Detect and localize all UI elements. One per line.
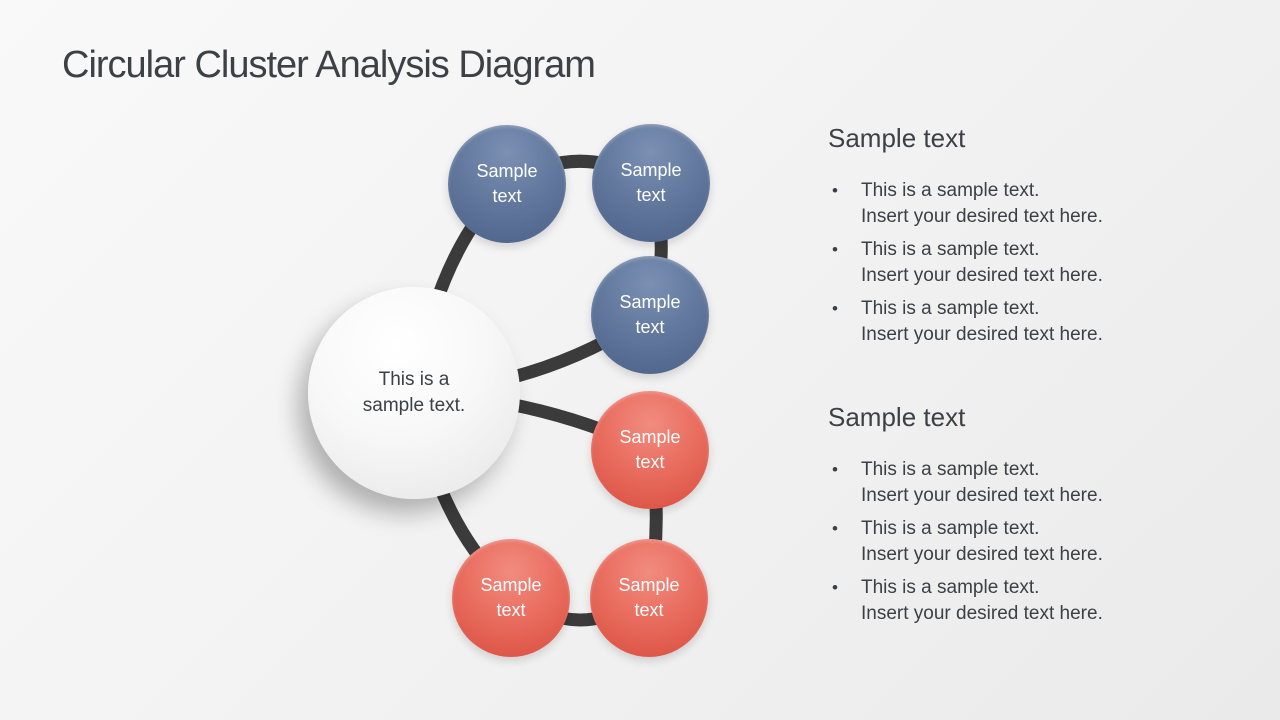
bullet-line-1: This is a sample text. (861, 298, 1040, 319)
center-circle-node: This is a sample text. (308, 287, 520, 499)
section-heading: Sample text (828, 123, 966, 153)
text-section-2: Sample text This is a sample text. Inser… (828, 401, 1158, 634)
bullet-line-1: This is a sample text. (861, 577, 1040, 598)
node-label: Sample text (619, 427, 681, 472)
section-heading: Sample text (828, 402, 966, 432)
text-section-1: Sample text This is a sample text. Inser… (828, 122, 1158, 355)
bullet-item: This is a sample text. Insert your desir… (828, 178, 1158, 230)
node-label: Sample text (618, 575, 680, 620)
bullet-line-1: This is a sample text. (861, 180, 1040, 201)
node-label: Sample text (620, 160, 682, 205)
center-label-line-2: sample text. (362, 395, 466, 416)
bullet-line-1: This is a sample text. (861, 459, 1040, 480)
center-label-line-1: This is a (378, 369, 450, 390)
bullet-line-1: This is a sample text. (861, 518, 1040, 539)
bullet-item: This is a sample text. Insert your desir… (828, 457, 1158, 509)
node-blue-middle-right: Sample text (591, 256, 709, 374)
slide-title: Circular Cluster Analysis Diagram (62, 44, 596, 86)
node-blue-top-left: Sample text (448, 125, 566, 243)
bullet-line-2: Insert your desired text here. (861, 265, 1103, 286)
bullet-list: This is a sample text. Insert your desir… (828, 457, 1158, 627)
node-label: Sample text (476, 161, 538, 206)
node-label: Sample text (619, 292, 681, 337)
bullet-line-2: Insert your desired text here. (861, 206, 1103, 227)
bullet-item: This is a sample text. Insert your desir… (828, 296, 1158, 348)
center-circle-label: This is a sample text. (363, 367, 465, 419)
bullet-item: This is a sample text. Insert your desir… (828, 237, 1158, 289)
node-red-bottom-right: Sample text (590, 539, 708, 657)
node-blue-top-right: Sample text (592, 124, 710, 242)
bullet-line-2: Insert your desired text here. (861, 485, 1103, 506)
bullet-item: This is a sample text. Insert your desir… (828, 516, 1158, 568)
bullet-line-2: Insert your desired text here. (861, 544, 1103, 565)
node-label: Sample text (480, 575, 542, 620)
bullet-item: This is a sample text. Insert your desir… (828, 575, 1158, 627)
node-red-bottom-left: Sample text (452, 539, 570, 657)
bullet-list: This is a sample text. Insert your desir… (828, 178, 1158, 348)
node-red-middle-right: Sample text (591, 391, 709, 509)
bullet-line-2: Insert your desired text here. (861, 324, 1103, 345)
bullet-line-2: Insert your desired text here. (861, 603, 1103, 624)
bullet-line-1: This is a sample text. (861, 239, 1040, 260)
